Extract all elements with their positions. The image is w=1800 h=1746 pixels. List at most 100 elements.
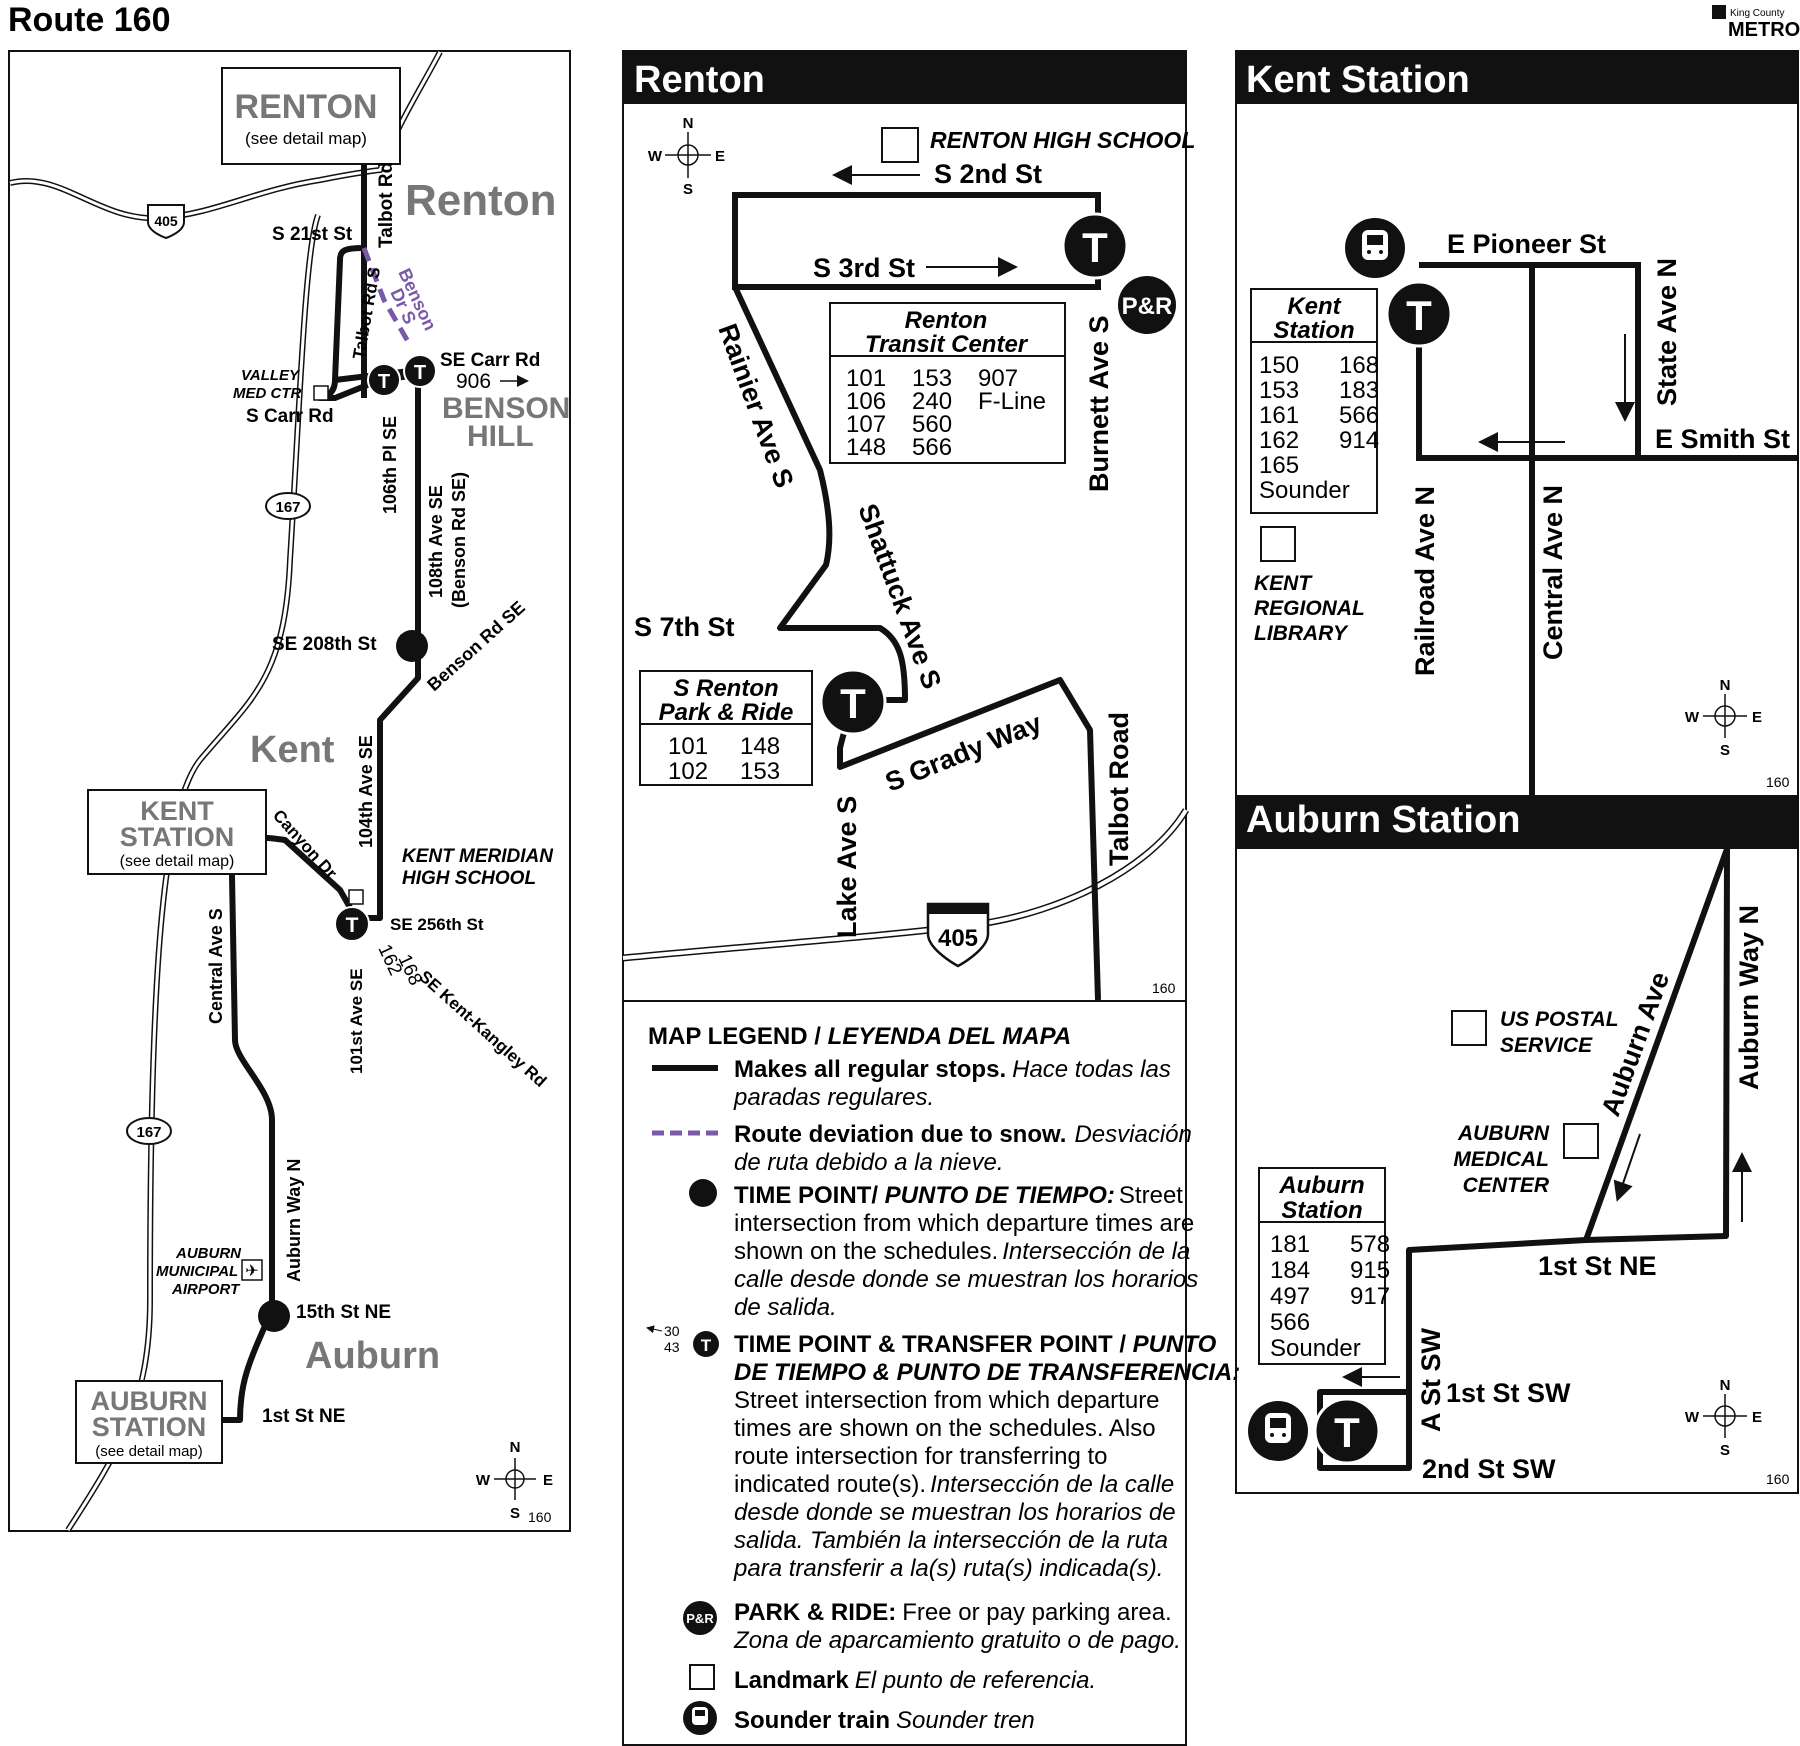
svg-text:de salida.: de salida. xyxy=(734,1294,837,1321)
route-number: 150 xyxy=(1259,352,1299,379)
svg-text:30: 30 xyxy=(664,1323,680,1339)
route-number: 184 xyxy=(1270,1257,1310,1284)
route-number: 917 xyxy=(1350,1283,1390,1310)
auburn-amc-3: CENTER xyxy=(1463,1174,1550,1197)
page-title: Route 160 xyxy=(8,1,171,39)
legend-transfer-icon: T 30 43 xyxy=(646,1323,719,1357)
time-point-15th[interactable] xyxy=(258,1300,290,1332)
compass-overview: N S E W xyxy=(476,1439,553,1522)
svg-text:Station: Station xyxy=(1273,317,1354,344)
svg-text:E: E xyxy=(1752,1409,1762,1426)
transfer-point-se-carr[interactable]: T xyxy=(403,354,437,388)
renton-box-title: RENTON xyxy=(235,88,378,126)
svg-text:T: T xyxy=(1406,292,1432,339)
landmark-box-kmhs xyxy=(348,889,364,905)
sounder-train-icon-auburn xyxy=(1248,1401,1308,1461)
route-number: 915 xyxy=(1350,1257,1390,1284)
svg-text:salida. También la intersecció: salida. También la intersección de la ru… xyxy=(734,1527,1168,1554)
auburn-detail-box[interactable]: AUBURN STATION (see detail map) xyxy=(75,1380,223,1464)
landmark-valley-1: VALLEY xyxy=(241,367,301,384)
transfer-point-106th[interactable]: T xyxy=(367,363,401,397)
transfer-point-kent[interactable]: T xyxy=(1385,280,1453,348)
renton-route xyxy=(732,285,908,703)
svg-text:W: W xyxy=(1685,1409,1700,1426)
i405-shield-renton: 405 xyxy=(926,902,990,968)
airport-icon xyxy=(241,1259,263,1281)
label-15th-st: 15th St NE xyxy=(296,1302,391,1323)
route-number: 161 xyxy=(1259,402,1299,429)
kent-library-1: KENT xyxy=(1254,572,1313,595)
landmark-airport-1: AUBURN xyxy=(175,1245,242,1262)
city-auburn: Auburn xyxy=(305,1335,440,1377)
landmark-box-library xyxy=(1260,526,1296,562)
label-kent-kangley: SE Kent-Kangley Rd xyxy=(415,967,550,1091)
route-number: 165 xyxy=(1259,452,1299,479)
svg-text:Street intersection from which: Street intersection from which departure xyxy=(734,1387,1160,1414)
transfer-point-srpr[interactable]: T xyxy=(819,668,887,736)
auburn-2nd-sw: 2nd St SW xyxy=(1422,1454,1556,1484)
auburn-1st-sw: 1st St SW xyxy=(1446,1378,1571,1408)
svg-text:route intersection for transfe: route intersection for transferring to xyxy=(734,1443,1108,1470)
svg-text:times are shown on the schedul: times are shown on the schedules. Also xyxy=(734,1415,1156,1442)
label-1st-st-ne: 1st St NE xyxy=(262,1406,345,1427)
renton-burnett: Burnett Ave S xyxy=(1084,315,1114,492)
route-number: 106 xyxy=(846,388,886,415)
sr167-shield-south: 167 xyxy=(126,1117,172,1145)
landmark-valley-2: MED CTR xyxy=(233,385,301,402)
label-101st-ave: 101st Ave SE xyxy=(347,968,366,1074)
time-point-se208[interactable] xyxy=(396,630,428,662)
svg-text:S: S xyxy=(683,181,693,198)
svg-text:T: T xyxy=(346,914,359,937)
svg-text:S: S xyxy=(1720,1442,1730,1459)
route-number: 162 xyxy=(1259,427,1299,454)
brand-large: METRO xyxy=(1728,19,1800,41)
svg-text:desde donde se muestran los ho: desde donde se muestran los horarios de xyxy=(734,1499,1176,1526)
city-renton: Renton xyxy=(405,176,557,225)
svg-text:T: T xyxy=(1082,224,1108,271)
label-106th-pl: 106th Pl SE xyxy=(380,416,400,514)
transfer-point-se256[interactable]: T xyxy=(334,906,370,942)
kent-library-3: LIBRARY xyxy=(1254,622,1349,645)
label-se208: SE 208th St xyxy=(272,634,377,655)
kent-detail-box[interactable]: KENT STATION (see detail map) xyxy=(87,789,267,875)
svg-text:E: E xyxy=(715,148,725,165)
legend-panel: MAP LEGEND / LEYENDA DEL MAPA Makes all … xyxy=(622,1000,1240,1746)
svg-text:Auburn: Auburn xyxy=(1278,1172,1364,1199)
route-number: 566 xyxy=(1339,402,1379,429)
svg-text:T: T xyxy=(840,680,866,727)
legend-title-en: MAP LEGEND / xyxy=(648,1023,828,1050)
renton-lake: Lake Ave S xyxy=(832,796,862,938)
landmark-airport-3: AIRPORT xyxy=(171,1281,241,1298)
svg-text:Zona de aparcamiento gratuito: Zona de aparcamiento gratuito o de pago. xyxy=(733,1627,1181,1654)
label-auburn-way: Auburn Way N xyxy=(284,1159,304,1282)
sounder-train-icon-kent xyxy=(1345,218,1405,278)
label-s21st: S 21st St xyxy=(272,224,353,245)
renton-panel: Renton 405 RENTON HIGH SCHOOL S 2nd St S… xyxy=(622,50,1195,1002)
i405-shield: 405 xyxy=(147,204,185,240)
renton-rainier: Rainier Ave S xyxy=(712,320,799,492)
label-se-carr: SE Carr Rd xyxy=(440,350,540,371)
kent-state: State Ave N xyxy=(1652,258,1682,406)
auburn-box-sub: (see detail map) xyxy=(95,1443,203,1460)
renton-detail-box[interactable]: RENTON (see detail map) xyxy=(221,67,401,165)
svg-text:43: 43 xyxy=(664,1339,680,1355)
label-108th-ave-1: 108th Ave SE xyxy=(426,485,446,598)
compass-auburn: N S E W xyxy=(1685,1377,1762,1459)
auburn-box-title-2: STATION xyxy=(92,1412,207,1442)
transfer-point-rtc[interactable]: T xyxy=(1061,212,1129,280)
svg-text:PARK & RIDE:Free or pay parkin: PARK & RIDE:Free or pay parking area. xyxy=(734,1599,1172,1626)
svg-text:P&R: P&R xyxy=(1122,293,1173,320)
city-benson-2: HILL xyxy=(467,420,534,453)
auburn-amc-2: MEDICAL xyxy=(1453,1148,1549,1171)
auburn-1st-ne: 1st St NE xyxy=(1538,1251,1657,1281)
kent-panel: Kent Station E Pioneer St State Ave N E … xyxy=(1235,50,1799,797)
svg-text:W: W xyxy=(476,1472,491,1489)
renton-s2nd: S 2nd St xyxy=(934,159,1042,189)
transfer-point-auburn[interactable]: T xyxy=(1313,1397,1381,1465)
